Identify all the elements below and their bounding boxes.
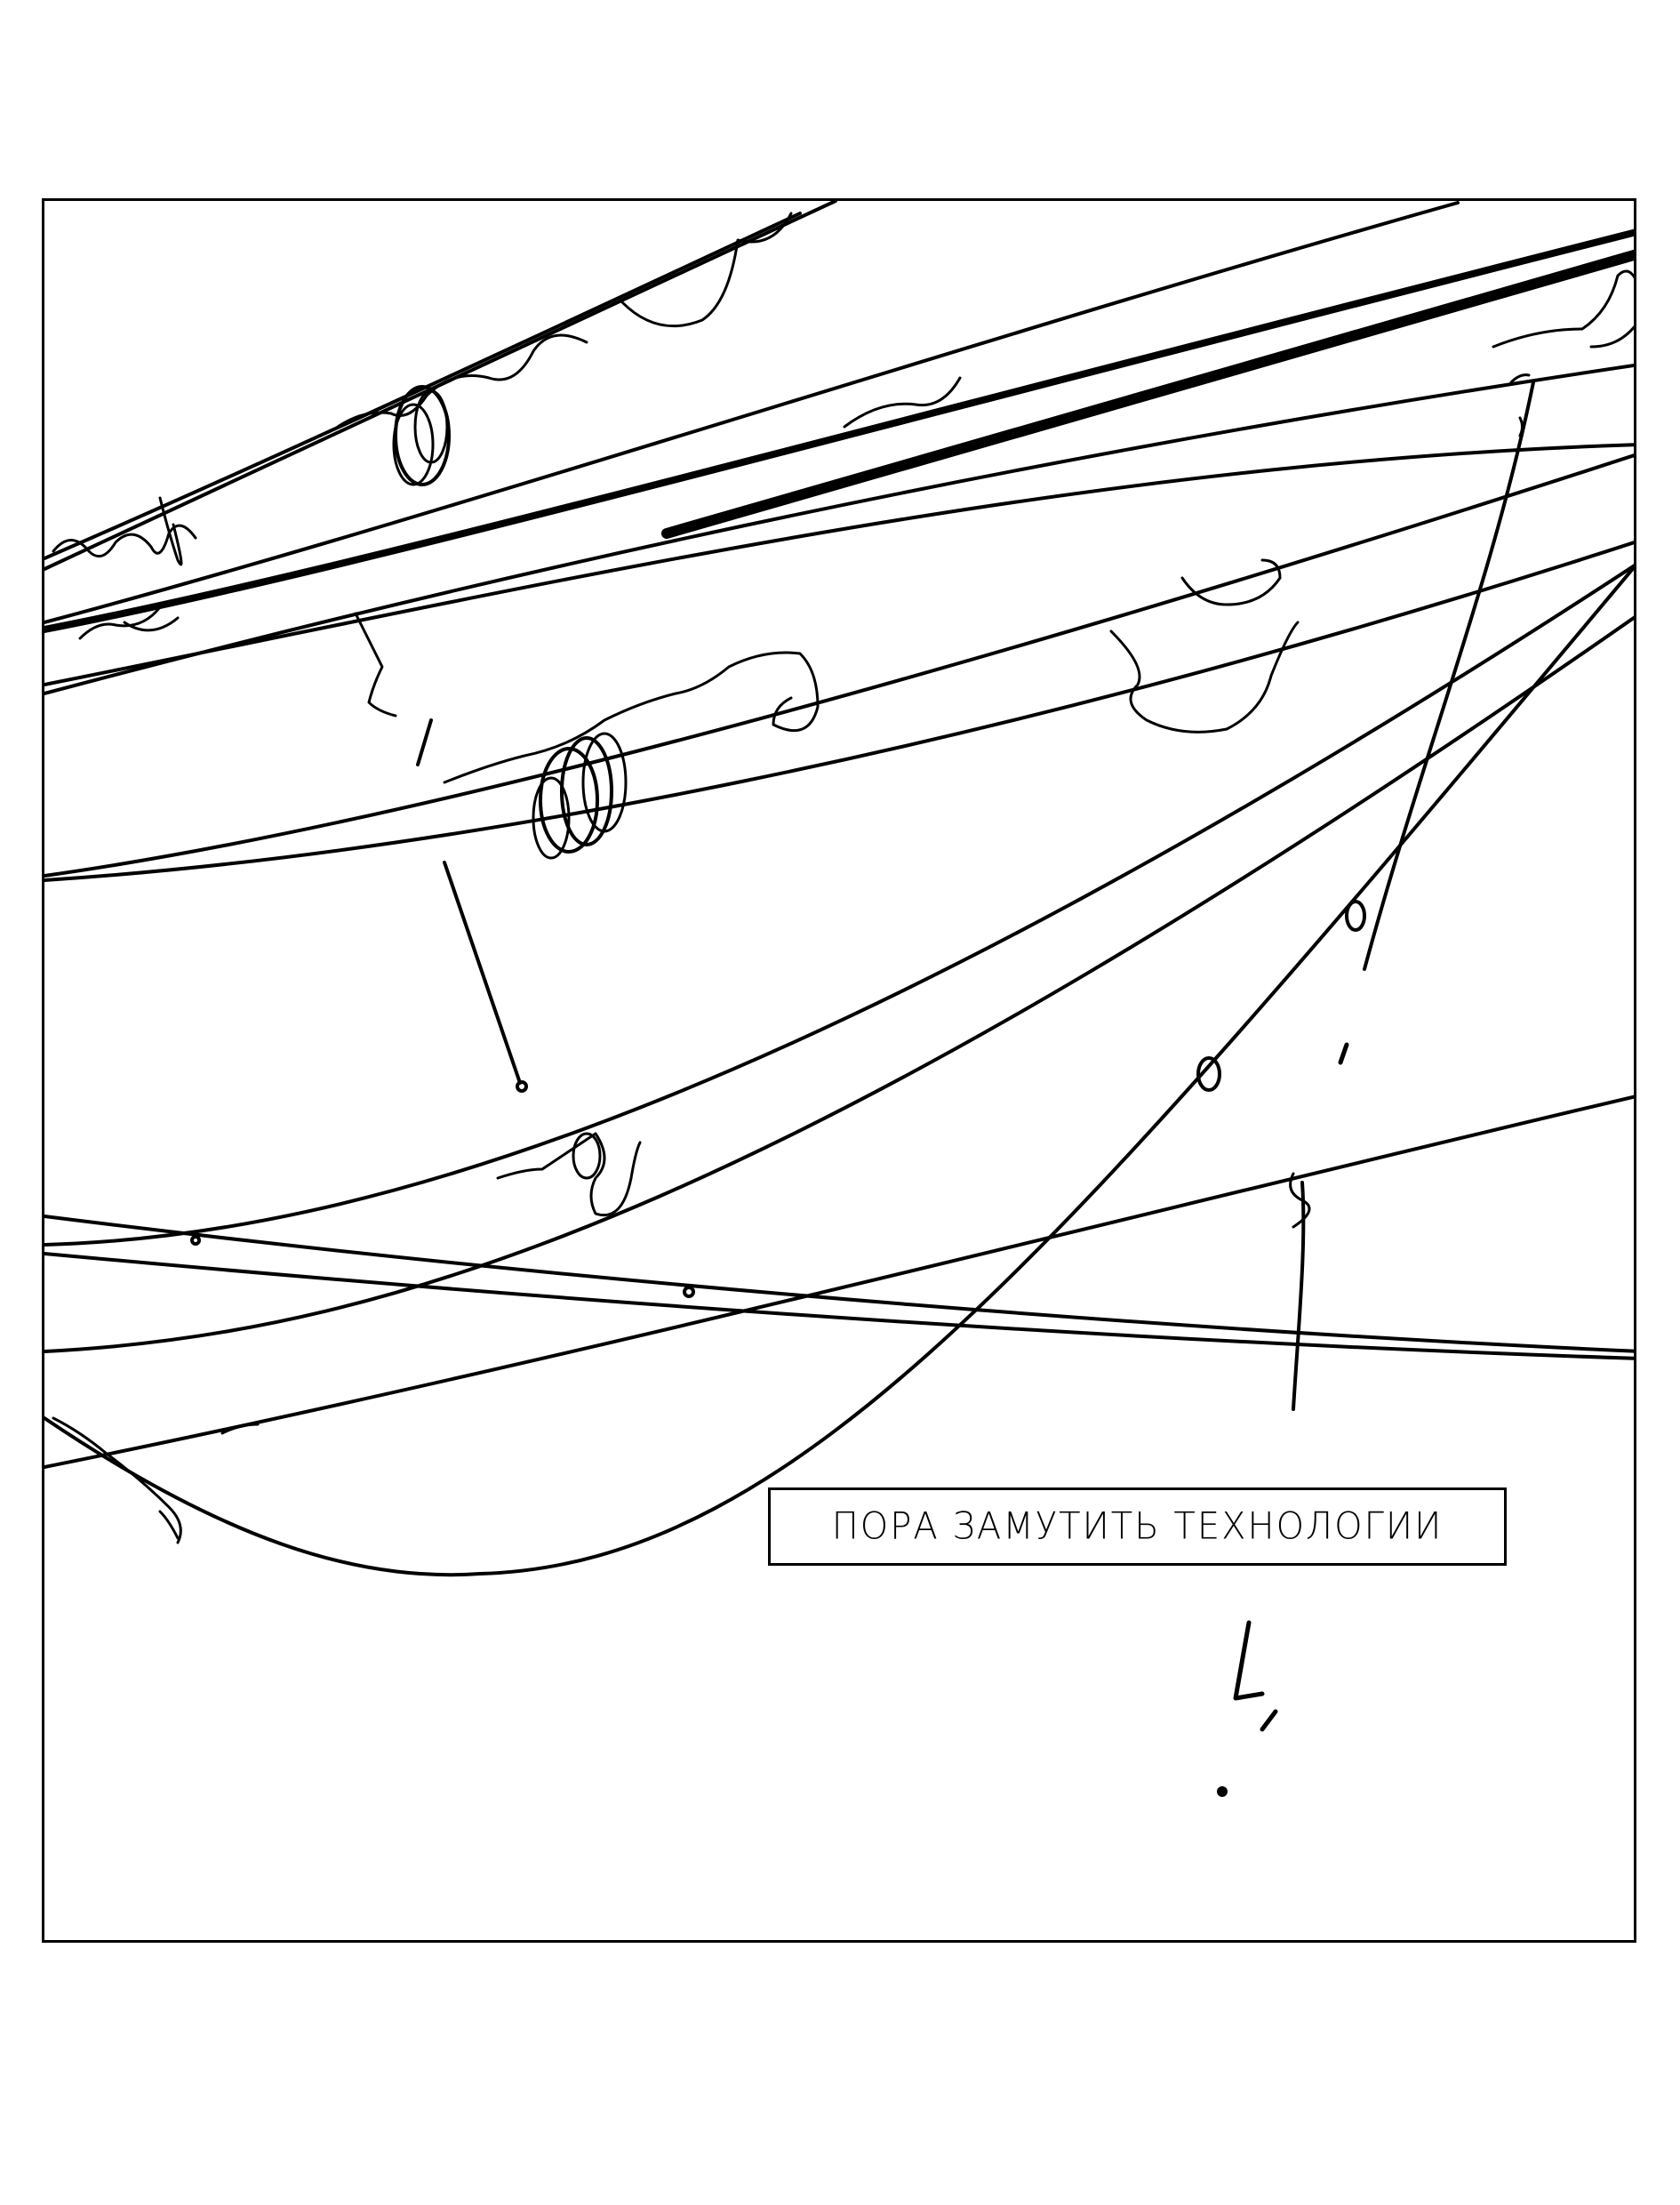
insulator-loop-5 <box>560 736 613 846</box>
insulator-loop-3 <box>413 389 449 464</box>
insulator-bead-1 <box>1196 1056 1221 1092</box>
pole-strand-1 <box>1363 381 1535 971</box>
wire-squiggle-9 <box>443 651 820 784</box>
wire-3 <box>44 364 1634 695</box>
insulator-loop-8 <box>572 1132 602 1180</box>
hanging-strand-1 <box>443 861 522 1085</box>
ink-mark-1 <box>1233 1620 1265 1701</box>
wire-squiggle-12 <box>52 1416 182 1544</box>
wire-squiggle-5 <box>78 605 180 640</box>
comic-panel <box>42 198 1636 1943</box>
wire-squiggle-6 <box>354 612 397 718</box>
dash-1 <box>416 718 433 766</box>
wire-squiggle-13 <box>220 1423 260 1435</box>
wire-squiggle-7 <box>843 269 1634 429</box>
pole-strand-2 <box>1292 1181 1306 1411</box>
insulator-loop-2 <box>392 403 435 486</box>
insulator-loop-7 <box>532 776 571 860</box>
wire-thick-1 <box>44 229 1634 633</box>
ink-dot-1 <box>1217 1786 1228 1797</box>
hanging-strand-end-1 <box>516 1080 528 1093</box>
wire-5 <box>44 453 1634 878</box>
wire-squiggle-2 <box>158 496 183 566</box>
wire-bead-2 <box>683 1286 695 1298</box>
insulator-bead-2 <box>1345 900 1366 932</box>
wire-7 <box>44 564 1634 1247</box>
wire-12 <box>44 565 1634 1577</box>
ink-mark-2 <box>1260 1709 1278 1732</box>
wire-thick-2 <box>44 201 1460 624</box>
wire-6 <box>44 541 1634 882</box>
wire-thick-3 <box>661 249 1634 539</box>
dash-2 <box>1338 1042 1349 1065</box>
wire-squiggle-3 <box>336 333 588 429</box>
wire-squiggle-1 <box>52 524 197 558</box>
wire-4 <box>44 443 1634 686</box>
wire-10 <box>44 1252 1634 1360</box>
caption-box: ПОРА ЗАМУТИТЬ ТЕХНОЛОГИИ <box>768 1487 1507 1566</box>
wire-8 <box>44 615 1634 1353</box>
wire-squiggle-4 <box>620 212 793 328</box>
wire-squiggle-11 <box>496 1132 642 1216</box>
wire-squiggle-10 <box>1109 558 1300 734</box>
insulator-loop-4 <box>539 747 599 854</box>
wire-11 <box>44 1094 1634 1469</box>
wire-bead-1 <box>190 1235 201 1246</box>
caption-text: ПОРА ЗАМУТИТЬ ТЕХНОЛОГИИ <box>831 1504 1444 1549</box>
wire-9 <box>44 1215 1634 1353</box>
insulator-loop-6 <box>581 732 628 833</box>
pole-strand-3 <box>1289 1172 1311 1229</box>
